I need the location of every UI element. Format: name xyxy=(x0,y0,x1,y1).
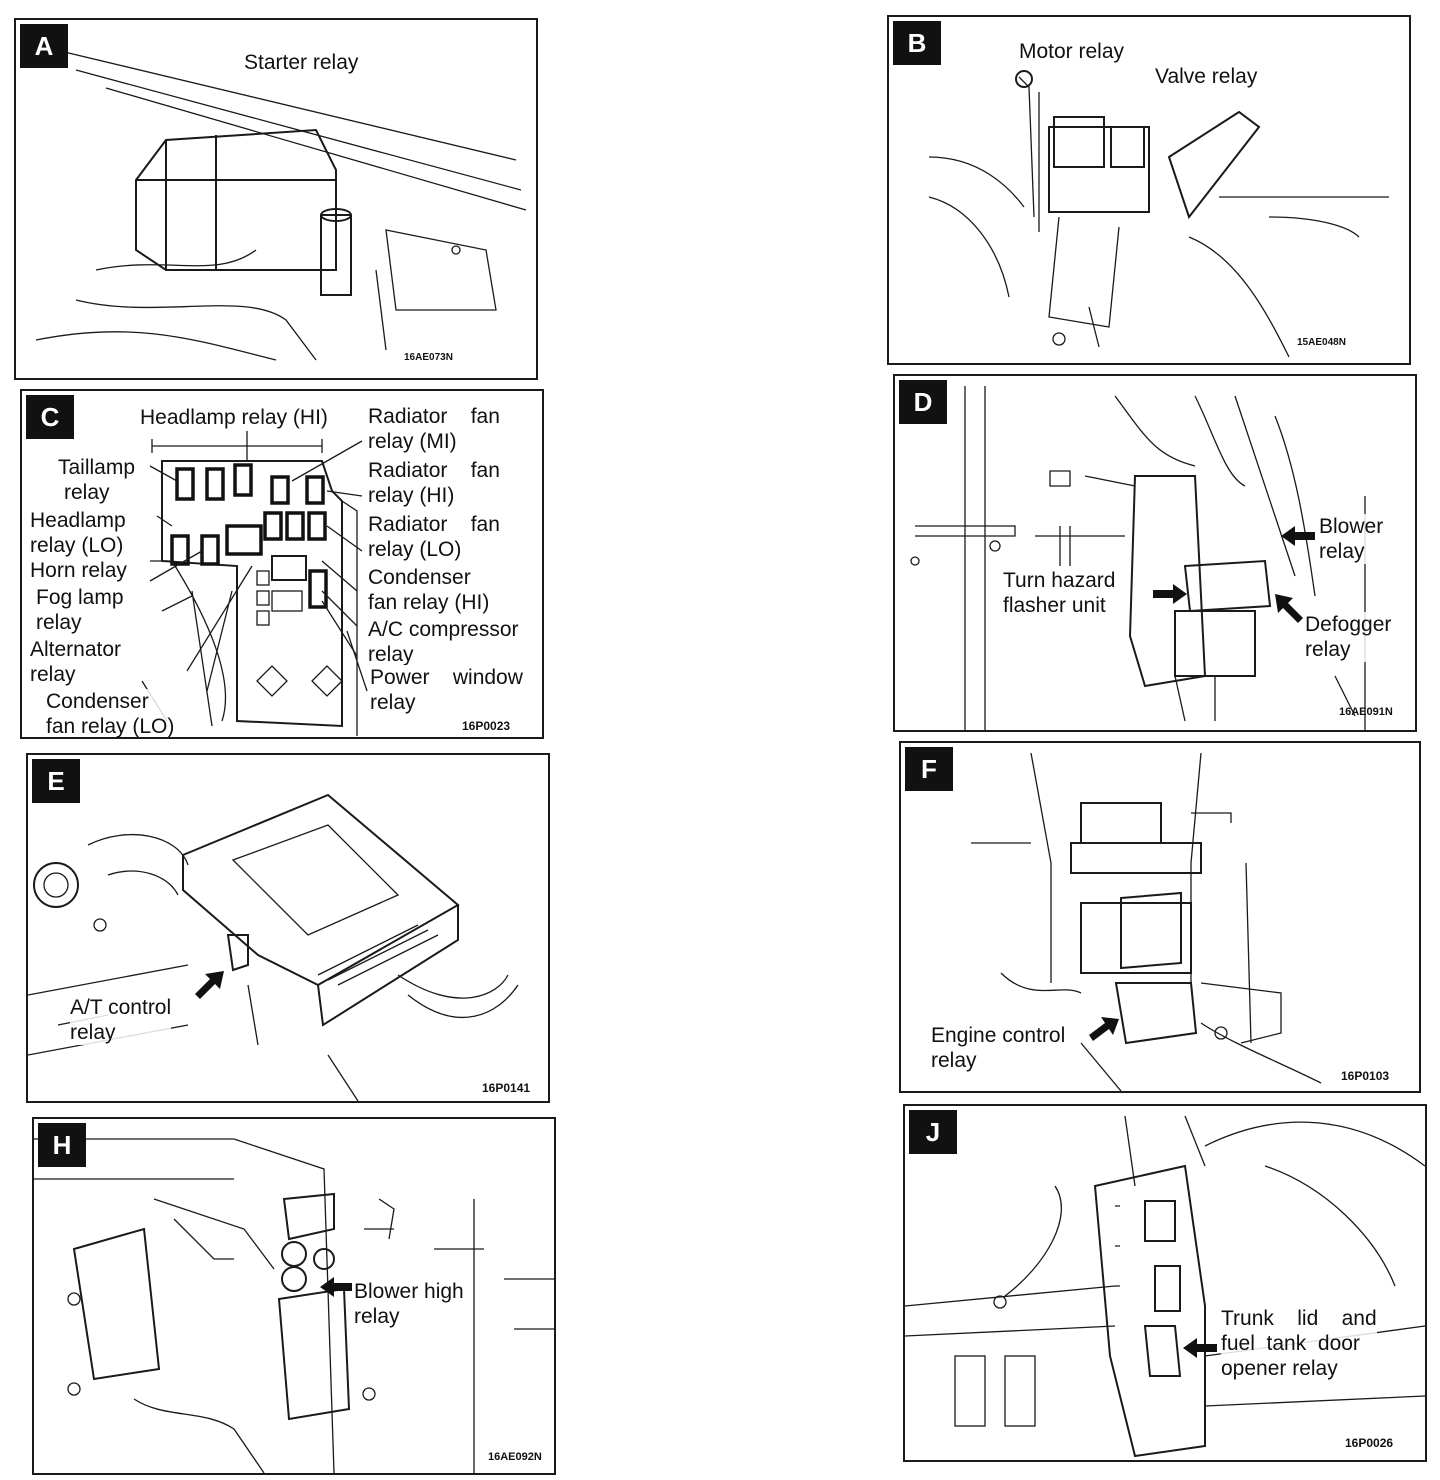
blower-arrow-icon xyxy=(1281,526,1315,546)
figure-code: 15AE048N xyxy=(1297,337,1346,348)
panel-letter: D xyxy=(899,380,947,424)
figure-code: 16P0141 xyxy=(482,1081,531,1095)
panel-letter: H xyxy=(38,1123,86,1167)
turn-hazard-arrow-icon xyxy=(1153,584,1187,604)
horn-relay-label: Horn relay xyxy=(30,558,127,583)
panel-letter: C xyxy=(26,395,74,439)
at-control-relay-illustration xyxy=(28,793,519,1101)
at-control-arrow-icon xyxy=(195,971,224,999)
panel-letter: B xyxy=(893,21,941,65)
figure-code: 16AE092N xyxy=(488,1451,542,1463)
headlamp-relay-hi-label: Headlamp relay (HI) xyxy=(140,405,328,430)
valve-relay-label: Valve relay xyxy=(1155,64,1258,89)
starter-relay-label: Starter relay xyxy=(244,50,359,75)
panel-letter: E xyxy=(32,759,80,803)
panel-letter: J xyxy=(909,1110,957,1154)
engine-control-relay-illustration xyxy=(971,752,1322,1091)
motor-relay-label: Motor relay xyxy=(1019,39,1125,64)
panel-b: B Motor relay Valve relay 15AE048N xyxy=(887,15,1411,365)
panel-letter: F xyxy=(905,747,953,791)
panel-letter: A xyxy=(20,24,68,68)
trunk-opener-arrow-icon xyxy=(1183,1338,1217,1358)
figure-code: 16P0026 xyxy=(1345,1436,1394,1450)
panel-a: A Starter relay 16AE073N xyxy=(14,18,538,380)
trunk-opener-relay-illustration xyxy=(905,1115,1425,1458)
motor-valve-relay-illustration xyxy=(928,70,1389,358)
relay-box-illustration xyxy=(141,431,368,736)
defogger-arrow-icon xyxy=(1275,594,1303,623)
blower-high-arrow-icon xyxy=(320,1277,352,1297)
blower-high-relay-illustration xyxy=(34,1138,554,1473)
starter-relay-illustration xyxy=(35,49,527,361)
figure-code: 16AE073N xyxy=(404,352,453,363)
figure-code: 16AE091N xyxy=(1339,706,1393,718)
engine-control-arrow-icon xyxy=(1089,1017,1119,1041)
figure-code: 16P0103 xyxy=(1341,1069,1390,1083)
figure-code: 16P0023 xyxy=(462,719,511,733)
